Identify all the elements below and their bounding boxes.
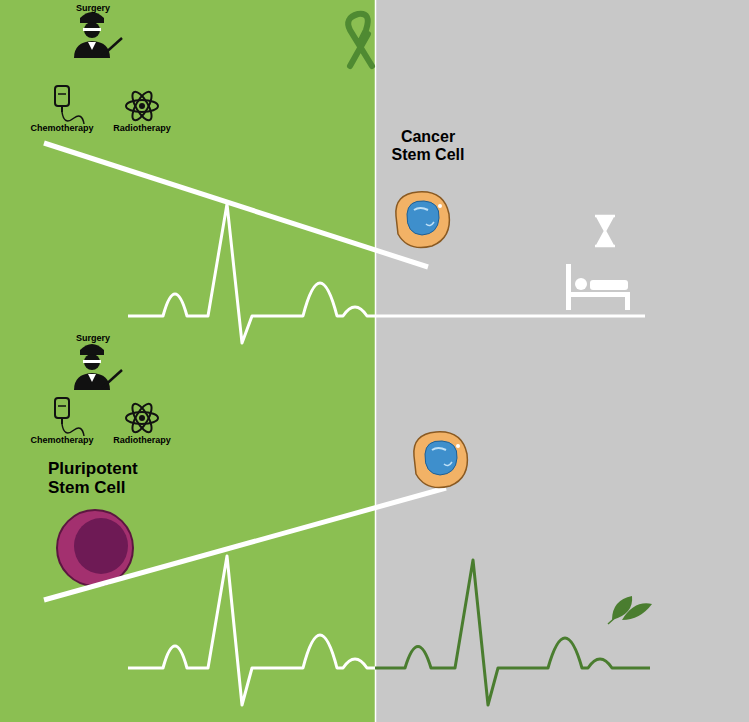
cell-label: Cancer Stem Cell bbox=[386, 128, 470, 163]
treatment-label: Surgery bbox=[76, 4, 110, 14]
treatment-label: Surgery bbox=[76, 334, 110, 344]
treatment-label: Radiotherapy bbox=[113, 436, 171, 446]
treatment-label: Chemotherapy bbox=[30, 124, 93, 134]
treatment-label: Radiotherapy bbox=[113, 124, 171, 134]
cell-label: Pluripotent Stem Cell bbox=[48, 460, 160, 497]
treatment-label: Chemotherapy bbox=[30, 436, 93, 446]
